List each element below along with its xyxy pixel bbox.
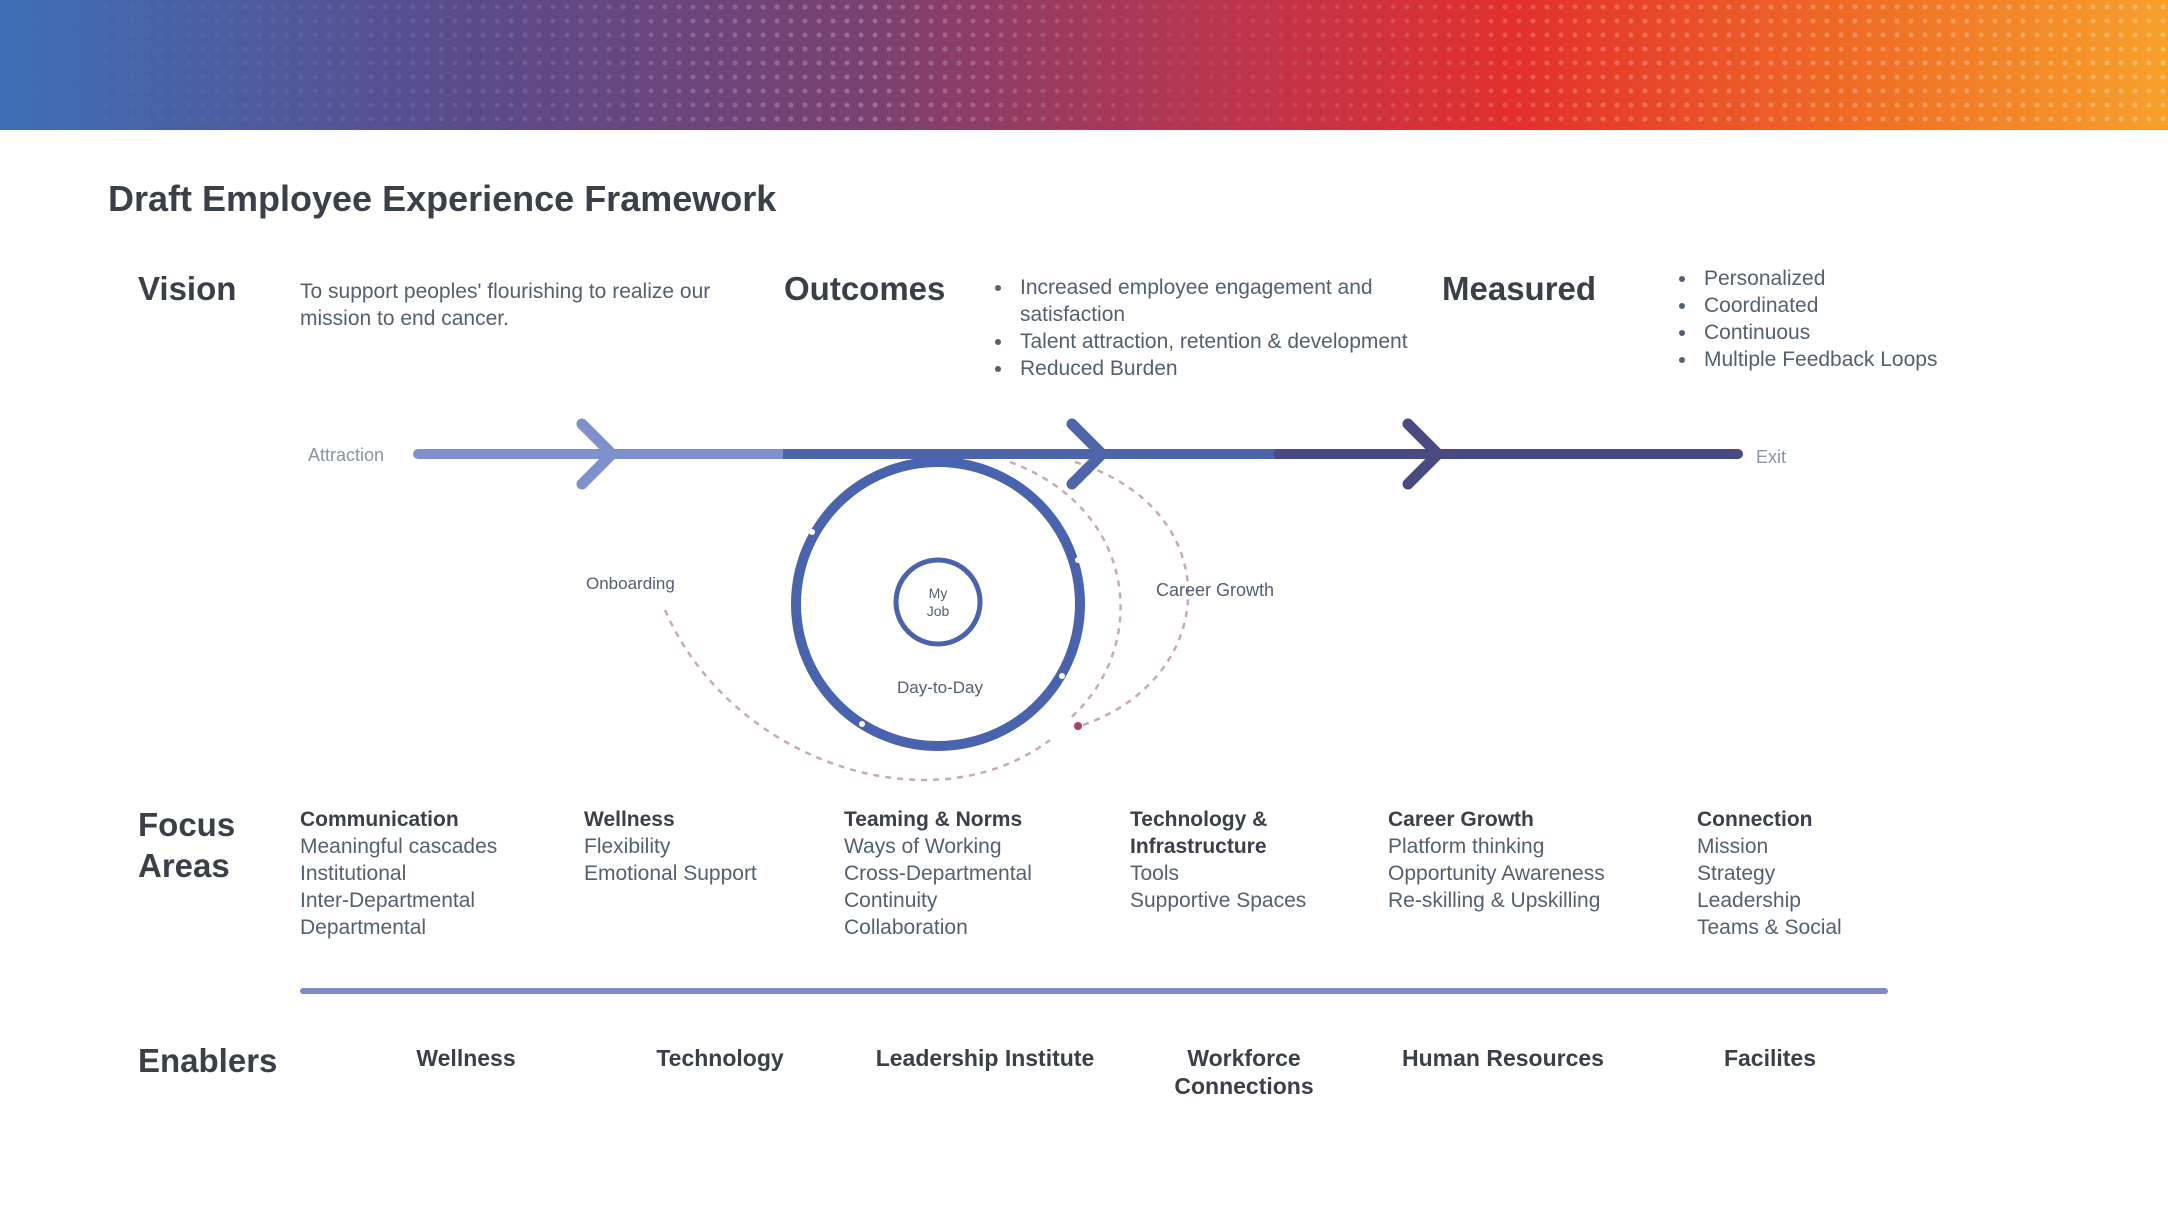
measured-item: Continuous xyxy=(1698,319,2098,346)
focus-area-item: Departmental xyxy=(300,916,427,939)
arrow-chevron-2 xyxy=(1066,418,1108,490)
attraction-label: Attraction xyxy=(308,445,384,465)
career-growth-arc-end-dot xyxy=(1074,722,1082,730)
focus-area-heading: Connection xyxy=(1697,808,1813,831)
focus-area-technology-infrastructure: Technology & Infrastructure Tools Suppor… xyxy=(1130,806,1330,914)
focus-area-item: Meaningful cascades xyxy=(300,835,498,858)
focus-area-item: Mission xyxy=(1697,835,1769,858)
circle-marker xyxy=(859,721,865,727)
enabler-item: Workforce Connections xyxy=(1174,1045,1314,1099)
onboarding-label: Onboarding xyxy=(586,574,675,593)
measured-item: Multiple Feedback Loops xyxy=(1698,346,2098,373)
banner-dot-pattern xyxy=(0,0,2168,130)
enabler-item: Human Resources xyxy=(1402,1045,1604,1071)
vision-label: Vision xyxy=(138,270,237,307)
focus-areas-label: Focus Areas xyxy=(138,806,236,884)
header-banner xyxy=(0,0,2168,130)
onboarding-arc xyxy=(663,609,1051,782)
focus-area-item: Cross-Departmental xyxy=(844,862,1032,885)
focus-area-item: Strategy xyxy=(1697,862,1776,885)
focus-area-item: Leadership xyxy=(1697,889,1801,912)
outcome-item: Increased employee engagement and satisf… xyxy=(1014,274,1434,328)
page-title: Draft Employee Experience Framework xyxy=(108,178,777,219)
focus-area-heading: Teaming & Norms xyxy=(844,808,1023,831)
focus-area-item: Re-skilling & Upskilling xyxy=(1388,889,1601,912)
arrow-chevron-3 xyxy=(1402,418,1444,490)
focus-area-heading: Communication xyxy=(300,808,459,831)
career-growth-label: Career Growth xyxy=(1156,580,1274,600)
focus-area-item: Opportunity Awareness xyxy=(1388,862,1605,885)
focus-area-item: Collaboration xyxy=(844,916,968,939)
circle-marker xyxy=(1075,557,1081,563)
focus-area-career-growth: Career Growth Platform thinking Opportun… xyxy=(1388,806,1658,914)
focus-area-item: Emotional Support xyxy=(584,862,757,885)
focus-area-connection: Connection Mission Strategy Leadership T… xyxy=(1697,806,1937,941)
circle-marker xyxy=(1059,673,1065,679)
enabler-item: Technology xyxy=(656,1045,784,1071)
focus-area-item: Tools xyxy=(1130,862,1180,885)
focus-area-heading: Technology & Infrastructure xyxy=(1130,808,1268,858)
day-to-day-label: Day-to-Day xyxy=(897,678,983,697)
outcomes-label: Outcomes xyxy=(784,270,946,307)
focus-area-item: Supportive Spaces xyxy=(1130,889,1307,912)
arrow-chevron-1 xyxy=(576,418,618,490)
focus-area-item: Ways of Working xyxy=(844,835,1002,858)
outcome-item: Talent attraction, retention & developme… xyxy=(1014,328,1434,355)
enabler-item: Facilites xyxy=(1723,1045,1817,1071)
enabler-item: Wellness xyxy=(416,1045,516,1071)
measured-item: Personalized xyxy=(1698,265,2098,292)
measured-label: Measured xyxy=(1442,270,1597,307)
my-job-label-line1: My xyxy=(929,585,948,601)
my-job-label-line2: Job xyxy=(927,603,950,619)
measured-item: Coordinated xyxy=(1698,292,2098,319)
exit-label: Exit xyxy=(1756,447,1786,467)
outcome-item: Reduced Burden xyxy=(1014,355,1434,382)
enabler-item: Leadership Institute xyxy=(875,1045,1095,1071)
enablers-label: Enablers xyxy=(138,1042,278,1079)
focus-area-heading: Career Growth xyxy=(1388,808,1534,831)
focus-area-teaming-norms: Teaming & Norms Ways of Working Cross-De… xyxy=(844,806,1094,941)
focus-area-item: Flexibility xyxy=(584,835,671,858)
my-job-circle xyxy=(893,557,983,647)
vision-text: To support peoples' flourishing to reali… xyxy=(300,280,711,330)
day-to-day-circle xyxy=(791,457,1085,751)
focus-area-item: Teams & Social xyxy=(1697,916,1842,939)
career-growth-arc-outer xyxy=(1009,460,1122,721)
measured-list: Personalized Coordinated Continuous Mult… xyxy=(1668,265,2098,373)
focus-area-item: Continuity xyxy=(844,889,938,912)
focus-area-item: Inter-Departmental xyxy=(300,889,476,912)
focus-area-heading: Wellness xyxy=(584,808,675,831)
circle-marker xyxy=(809,529,815,535)
section-divider xyxy=(300,988,1888,994)
career-growth-arc-inner xyxy=(1074,460,1190,728)
focus-area-communication: Communication Meaningful cascades Instit… xyxy=(300,806,550,941)
focus-area-item: Platform thinking xyxy=(1388,835,1545,858)
outcomes-list: Increased employee engagement and satisf… xyxy=(984,274,1434,382)
focus-area-item: Institutional xyxy=(300,862,407,885)
focus-area-wellness: Wellness Flexibility Emotional Support xyxy=(584,806,824,887)
